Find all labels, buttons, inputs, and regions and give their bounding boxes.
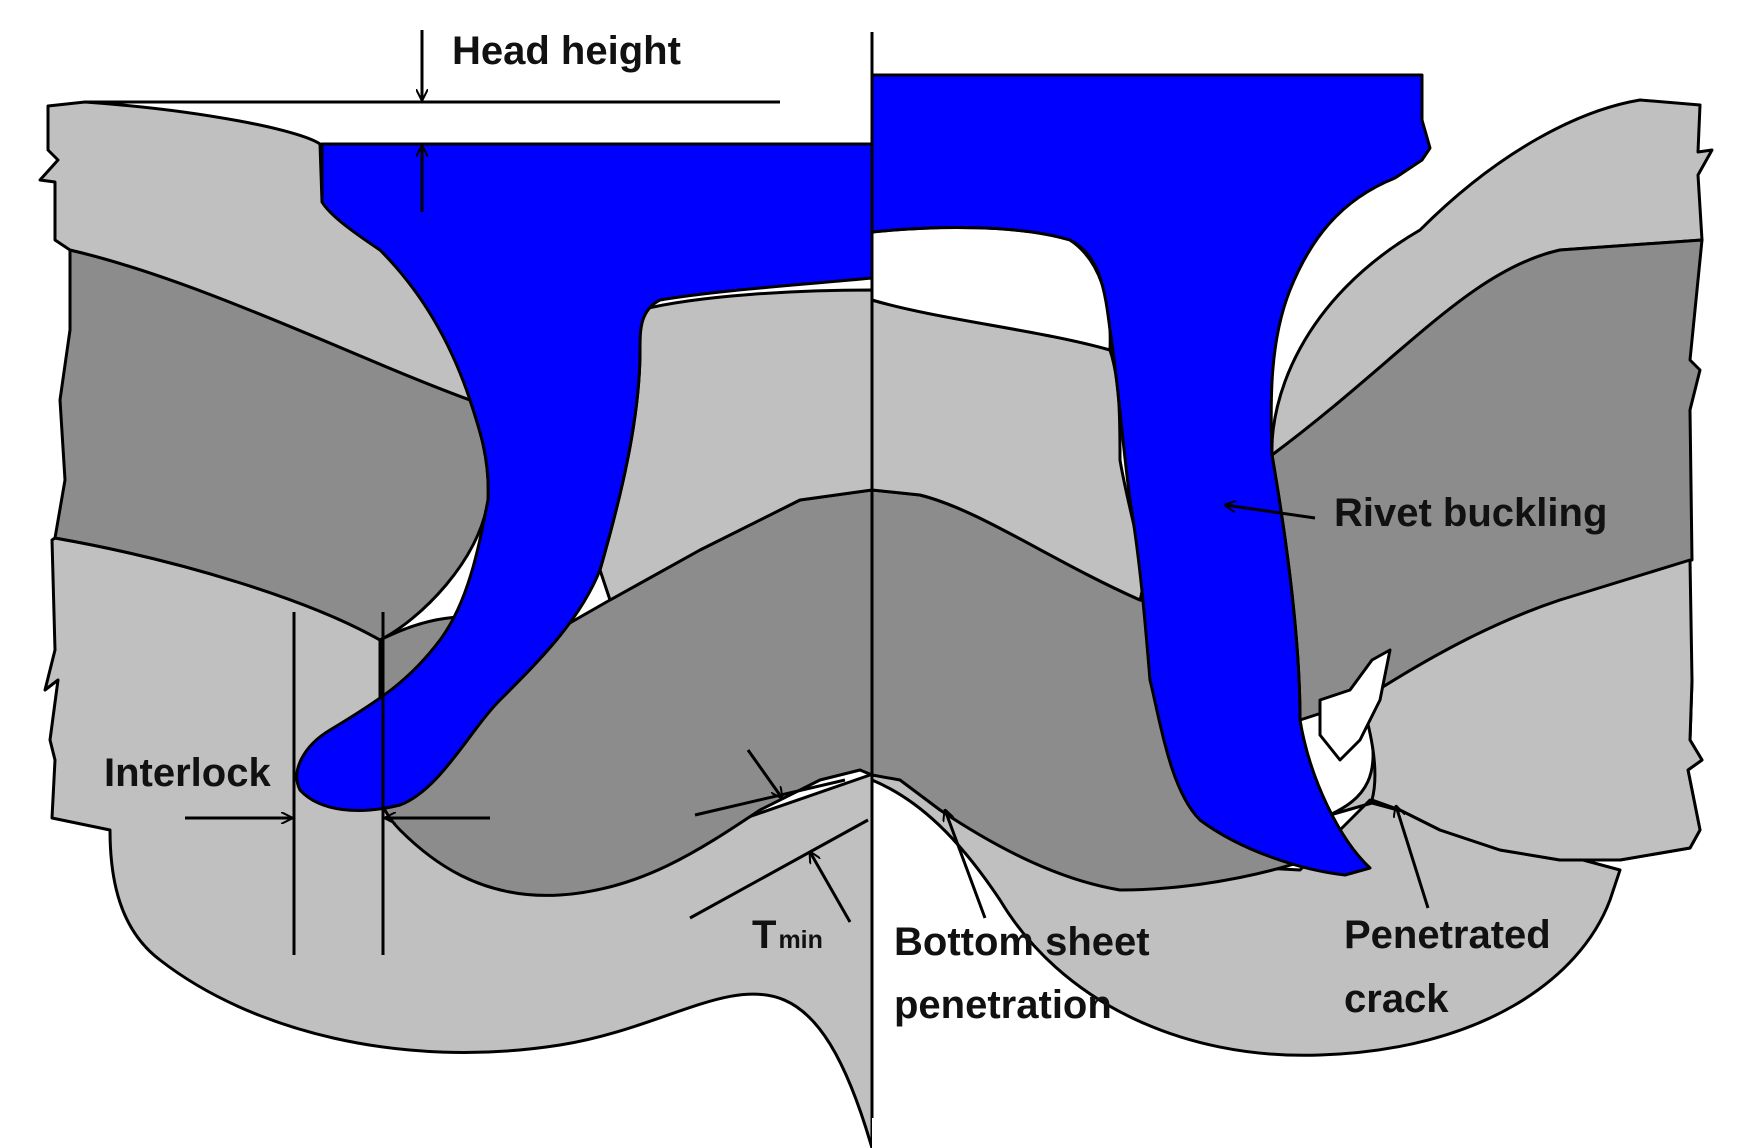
right-lower-sheet — [1360, 558, 1704, 862]
bottom-sheet-penetration-label-line2: penetration — [894, 983, 1112, 1027]
t-min-label: Tmin — [752, 913, 823, 957]
penetrated-crack-arrow — [1396, 806, 1430, 909]
interlock-label: Interlock — [104, 751, 271, 795]
bottom-sheet-penetration-label-line1: Bottom sheet — [894, 920, 1150, 964]
right-rivet — [872, 73, 1432, 877]
right-crack-gap — [1318, 648, 1392, 762]
head-height-annotation — [85, 30, 780, 212]
bottom-sheet-penetration-arrow — [945, 810, 987, 919]
head-height-label: Head height — [452, 29, 681, 73]
interlock-annotation — [185, 612, 490, 955]
left-rivet — [295, 142, 872, 812]
t-min-annotation — [689, 749, 869, 923]
penetrated-crack-label-line1: Penetrated — [1344, 913, 1551, 957]
penetrated-crack-label-line2: crack — [1344, 977, 1449, 1021]
right-half-cross-section — [872, 73, 1714, 1057]
rivet-buckling-arrow — [1225, 505, 1316, 520]
rivet-buckling-label: Rivet buckling — [1334, 491, 1607, 535]
left-half-cross-section — [38, 100, 872, 1148]
